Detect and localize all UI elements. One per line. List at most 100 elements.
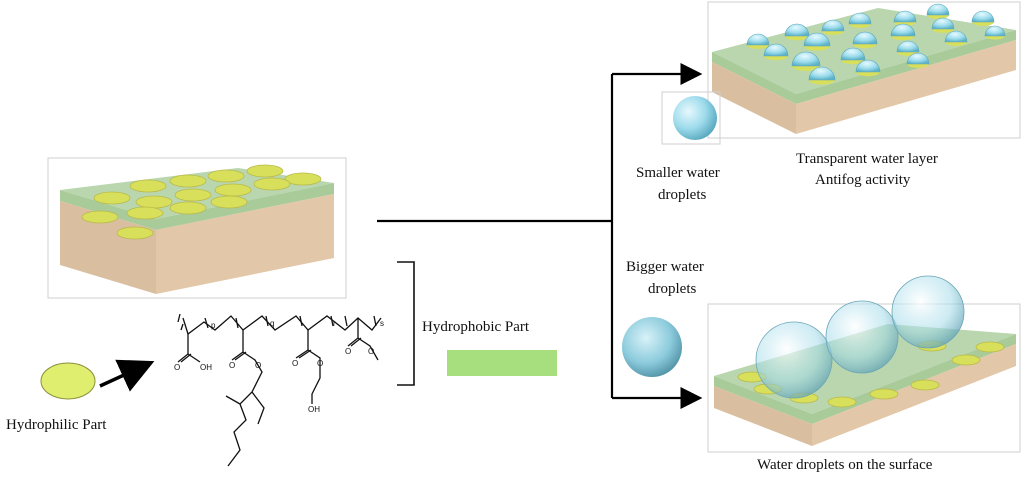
subscript-p: p — [211, 321, 216, 330]
methyl-ester — [347, 318, 379, 361]
small-water-droplet-icon — [673, 96, 717, 140]
left-slab-dots — [81, 164, 322, 240]
small-hemisphere-droplet — [890, 23, 916, 37]
polymer-structure — [177, 313, 382, 467]
hydrophilic-label: Hydrophilic Part — [6, 417, 107, 433]
ester2-o: O — [317, 359, 323, 368]
polymer-labels: p q r s O OH O O O O O OH O — [174, 319, 384, 414]
left-slab-left-face — [60, 201, 156, 294]
hydrophobic-label: Hydrophobic Part — [422, 319, 530, 335]
hydrophilic-dot — [207, 169, 245, 183]
small-hemisphere-droplet — [763, 43, 789, 57]
upper-slab-left-face — [712, 62, 796, 134]
hydrophilic-dot — [81, 210, 119, 224]
bigger-droplets-line1: Bigger water — [626, 259, 704, 275]
upper-slab-front-green — [796, 30, 1016, 104]
upper-slab-frame — [707, 1, 1021, 139]
small-hemisphere-droplet — [893, 10, 917, 23]
small-hemisphere-droplet — [840, 47, 866, 61]
hydrophilic-dot — [246, 164, 284, 178]
bracket-q — [235, 315, 269, 329]
subscript-r: r — [333, 319, 336, 328]
small-hemisphere-droplet — [906, 52, 930, 65]
subscript-s: s — [380, 319, 384, 328]
large-droplet-3 — [891, 275, 965, 349]
small-hemisphere-droplet — [803, 32, 831, 47]
lower-slab-left-green — [714, 376, 812, 424]
hydrophilic-dot — [869, 388, 899, 400]
bracket-r — [299, 315, 334, 327]
ester1-o-double: O — [229, 361, 235, 370]
lower-slab-left-face — [714, 386, 812, 446]
ester2-o-double: O — [292, 359, 298, 368]
antifog-activity-line2: Antifog activity — [815, 172, 911, 188]
ester3-o-double: O — [345, 347, 351, 356]
lower-slab-front-face — [812, 344, 1016, 446]
left-slab-frame — [47, 157, 347, 299]
left-slab-left-green — [60, 190, 156, 230]
smaller-droplets-line2: droplets — [658, 187, 706, 203]
large-droplet-1 — [755, 321, 833, 399]
bracket-p-left — [177, 313, 184, 331]
hydrophilic-dot — [169, 201, 207, 215]
small-hemisphere-droplet — [944, 30, 968, 43]
upper-right-slab — [707, 1, 1021, 139]
small-hemisphere-droplet — [926, 3, 950, 16]
hydrophilic-dot — [174, 188, 212, 202]
small-droplet-frame — [661, 91, 721, 145]
small-hemisphere-droplet — [931, 17, 955, 30]
hydrophobic-bracket — [397, 261, 415, 386]
upper-slab-front-face — [796, 40, 1016, 134]
large-droplet-2 — [825, 300, 899, 374]
upper-slab-droplets — [746, 3, 1006, 85]
big-water-droplet-icon — [622, 317, 682, 377]
small-hemisphere-droplet — [821, 19, 845, 32]
hydrophilic-dot — [253, 177, 291, 191]
hydrophilic-dot — [951, 354, 981, 366]
ester1-o: O — [255, 361, 261, 370]
hydrophilic-arrow-icon — [99, 359, 155, 392]
small-hemisphere-droplet — [896, 40, 920, 53]
bigger-droplets-line2: droplets — [648, 281, 696, 297]
upper-slab-left-green — [712, 52, 796, 104]
acid-group — [177, 334, 201, 363]
lower-right-slab — [707, 275, 1021, 453]
bracket-s — [344, 315, 377, 327]
left-slab — [47, 157, 347, 299]
small-hemisphere-droplet — [784, 23, 810, 37]
hydrophilic-dot — [975, 341, 1005, 353]
hydrophilic-dot — [210, 195, 248, 209]
ethylhexyl-ester — [225, 330, 265, 467]
small-hemisphere-droplet — [984, 25, 1006, 37]
ester-double-bond — [234, 351, 247, 361]
hydrophobic-bar — [447, 350, 557, 376]
hydrophilic-dot — [910, 379, 940, 391]
hydrophilic-oval — [40, 362, 96, 400]
hydroxyl-oh: OH — [308, 405, 320, 414]
small-hemisphere-droplet — [746, 33, 770, 46]
small-hemisphere-droplet — [855, 59, 881, 73]
bracket-p-right — [204, 317, 209, 329]
small-hemisphere-droplet — [791, 51, 821, 67]
transparent-layer-line1: Transparent water layer — [796, 151, 938, 167]
hydrophilic-dot — [169, 174, 207, 188]
small-hemisphere-droplet — [852, 31, 878, 45]
acid-o: O — [174, 363, 180, 372]
small-hemisphere-droplet — [848, 12, 872, 25]
small-hemisphere-droplet — [808, 66, 836, 81]
ester3-o: O — [368, 347, 374, 356]
hydrophilic-dot — [116, 226, 154, 240]
hydrophilic-dot — [93, 191, 131, 205]
hydrophilic-dot — [284, 172, 322, 186]
hydroxyethyl-ester — [295, 330, 321, 404]
acid-oh: OH — [200, 363, 212, 372]
water-droplets-surface-label: Water droplets on the surface — [757, 457, 933, 473]
small-hemisphere-droplet — [971, 10, 995, 23]
subscript-q: q — [270, 319, 274, 328]
hydrophilic-dot — [129, 179, 167, 193]
connector — [377, 63, 703, 409]
left-slab-front-face — [156, 194, 334, 294]
left-slab-front-green — [156, 183, 334, 230]
smaller-droplets-line1: Smaller water — [636, 165, 720, 181]
